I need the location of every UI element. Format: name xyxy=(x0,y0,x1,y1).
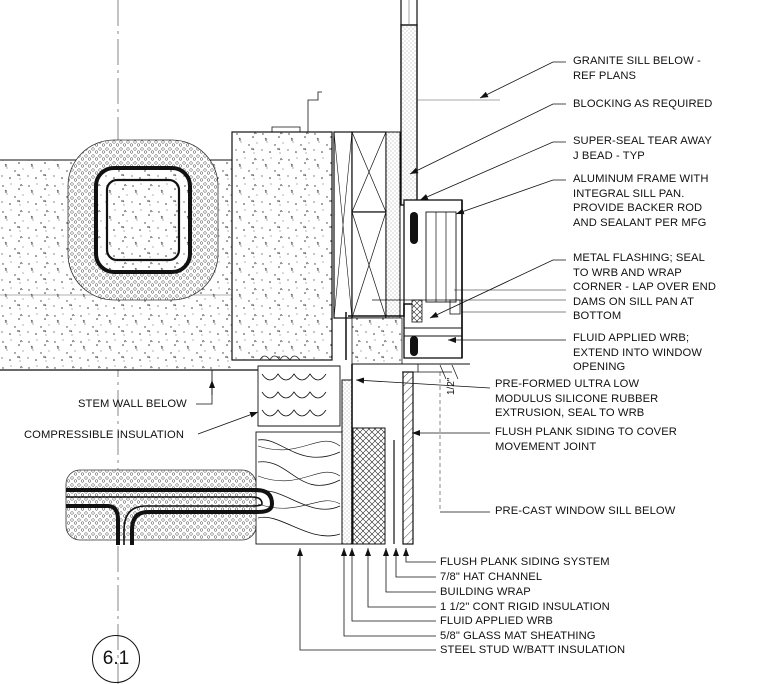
detail-number: 6.1 xyxy=(102,648,130,669)
label-rigid-insulation: 1 1/2" CONT RIGID INSULATION xyxy=(440,601,610,613)
label-precast-sill: PRE-CAST WINDOW SILL BELOW xyxy=(495,505,676,517)
label-granite-sill: GRANITE SILL BELOW - REF PLANS xyxy=(573,55,701,82)
detail-number-tag: 6.1 xyxy=(92,635,140,683)
label-stem-wall: STEM WALL BELOW xyxy=(78,398,187,410)
label-metal-flashing: METAL FLASHING; SEAL TO WRB AND WRAP COR… xyxy=(573,252,717,322)
label-flush-plank-cover: FLUSH PLANK SIDING TO COVER MOVEMENT JOI… xyxy=(495,426,677,453)
label-aluminum-frame: ALUMINUM FRAME WITH INTEGRAL SILL PAN. P… xyxy=(573,173,709,229)
dimension-half-inch: 1/2" xyxy=(446,377,457,395)
label-j-bead: SUPER-SEAL TEAR AWAY J BEAD - TYP xyxy=(573,135,712,162)
label-fluid-wrb-top: FLUID APPLIED WRB; EXTEND INTO WINDOW OP… xyxy=(573,332,703,373)
label-building-wrap: BUILDING WRAP xyxy=(440,586,531,598)
label-compressible-insulation: COMPRESSIBLE INSULATION xyxy=(24,429,184,441)
label-hat-channel: 7/8" HAT CHANNEL xyxy=(440,571,543,583)
label-steel-stud: STEEL STUD W/BATT INSULATION xyxy=(440,644,626,656)
label-blocking: BLOCKING AS REQUIRED xyxy=(573,98,713,110)
label-glass-mat-sheathing: 5/8" GLASS MAT SHEATHING xyxy=(440,630,596,642)
label-flush-plank-system: FLUSH PLANK SIDING SYSTEM xyxy=(440,556,610,568)
label-preformed-extrusion: PRE-FORMED ULTRA LOW MODULUS SILICONE RU… xyxy=(495,378,659,419)
label-fluid-applied-wrb: FLUID APPLIED WRB xyxy=(440,615,553,627)
